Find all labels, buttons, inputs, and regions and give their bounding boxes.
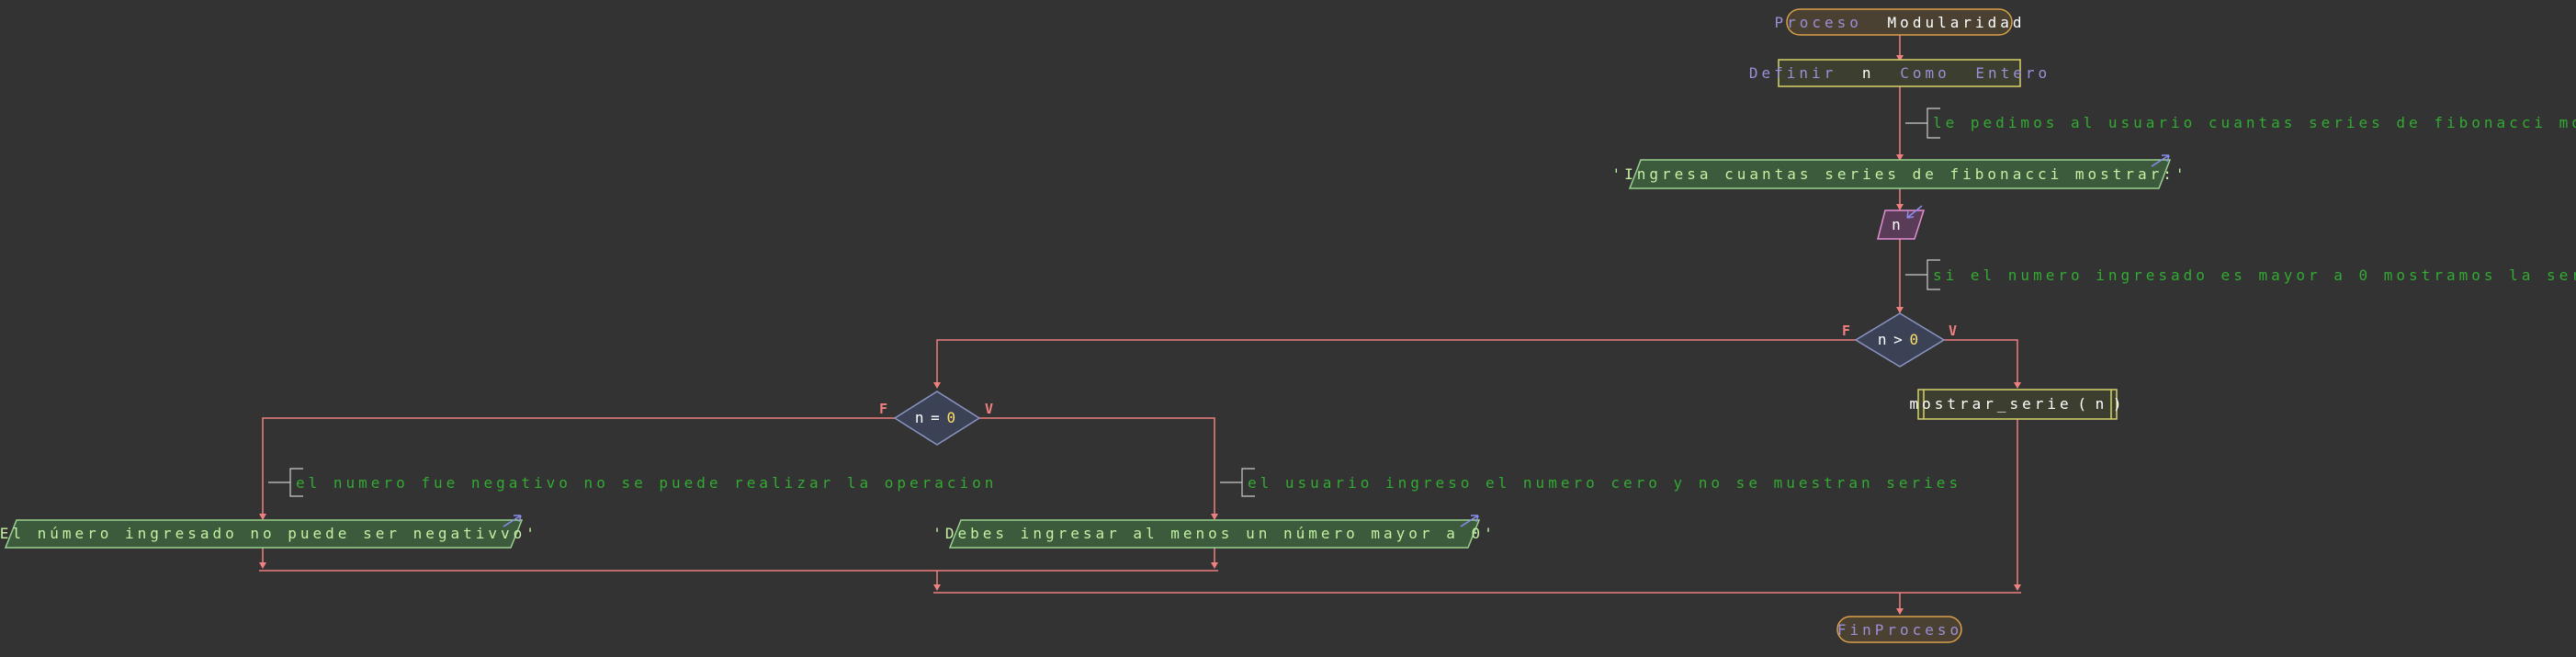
start-terminal <box>1786 8 2013 36</box>
input-variable: n <box>1892 216 1904 233</box>
comment-4: el usuario ingreso el numero cero y no s… <box>1248 474 1961 492</box>
comment-brackets <box>268 108 1940 497</box>
comment-2: si el numero ingresado es mayor a 0 most… <box>1933 266 2576 284</box>
start-name: Modularidad <box>1888 14 2026 31</box>
decision-1 <box>1854 312 1946 368</box>
define-process <box>1778 59 2021 87</box>
output-1 <box>1628 159 2172 189</box>
output-3-text: 'Debes ingresar al menos un número mayor… <box>932 525 1496 542</box>
output-1-arrow-icon <box>2151 154 2170 167</box>
connector-decision1-false <box>933 339 1856 389</box>
subprocess-close-paren: ) <box>2113 395 2126 413</box>
comment-bracket-2 <box>1905 259 1940 290</box>
output-3 <box>948 519 1481 549</box>
define-variable: n <box>1862 64 1875 82</box>
output-2-arrow-icon <box>503 515 522 527</box>
start-label: Proceso Modularidad <box>1774 14 2025 31</box>
decision-1-operator: > <box>1893 331 1906 348</box>
connectors <box>259 34 2021 615</box>
decision-1-right: 0 <box>1909 331 1922 348</box>
decision-2-condition: n = 0 <box>915 409 959 426</box>
decision-2-right: 0 <box>946 409 959 426</box>
comment-bracket-4 <box>1220 468 1255 497</box>
output-3-arrow-icon <box>1460 515 1479 527</box>
end-terminal <box>1836 616 1962 643</box>
comment-bracket-1 <box>1905 108 1940 139</box>
decision-1-true-label: V <box>1949 323 1960 339</box>
comment-3: el numero fue negativo no se puede reali… <box>296 474 997 492</box>
comment-1: le pedimos al usuario cuantas series de … <box>1933 114 2576 131</box>
decision-1-false-label: F <box>1842 323 1854 339</box>
connector-decision1-true <box>1944 339 2021 389</box>
input-arrow-icon <box>1906 205 1923 219</box>
end-label: FinProceso <box>1837 621 1962 639</box>
start-keyword: Proceso <box>1774 14 1861 31</box>
connector-decision2-true <box>979 417 1218 520</box>
define-label: Definir n Como Entero <box>1749 64 2051 82</box>
decision-2-true-label: V <box>985 401 997 417</box>
subprocess-name: mostrar_serie <box>1909 395 2072 413</box>
define-keyword1: Definir <box>1749 64 1836 82</box>
comment-bracket-3 <box>268 468 303 497</box>
connector-decision2-false <box>259 417 895 520</box>
decision-1-left: n <box>1878 331 1891 348</box>
define-type: Entero <box>1975 64 2051 82</box>
output-2-text: 'El número ingresado no puede ser negati… <box>0 525 538 542</box>
decision-2-false-label: F <box>879 401 891 417</box>
subprocess-label: mostrar_serie ( n ) <box>1909 395 2125 413</box>
decision-2 <box>893 391 981 446</box>
decision-2-operator: = <box>931 409 943 426</box>
subprocess-open-paren: ( <box>2077 395 2090 413</box>
output-2 <box>4 519 524 549</box>
decision-1-condition: n > 0 <box>1878 331 1922 348</box>
decision-2-left: n <box>915 409 928 426</box>
subprocess-call <box>1917 389 2118 420</box>
output-1-text: 'Ingresa cuantas series de fibonacci mos… <box>1611 165 2187 183</box>
subprocess-arg: n <box>2096 395 2108 413</box>
define-keyword2: Como <box>1900 64 1950 82</box>
